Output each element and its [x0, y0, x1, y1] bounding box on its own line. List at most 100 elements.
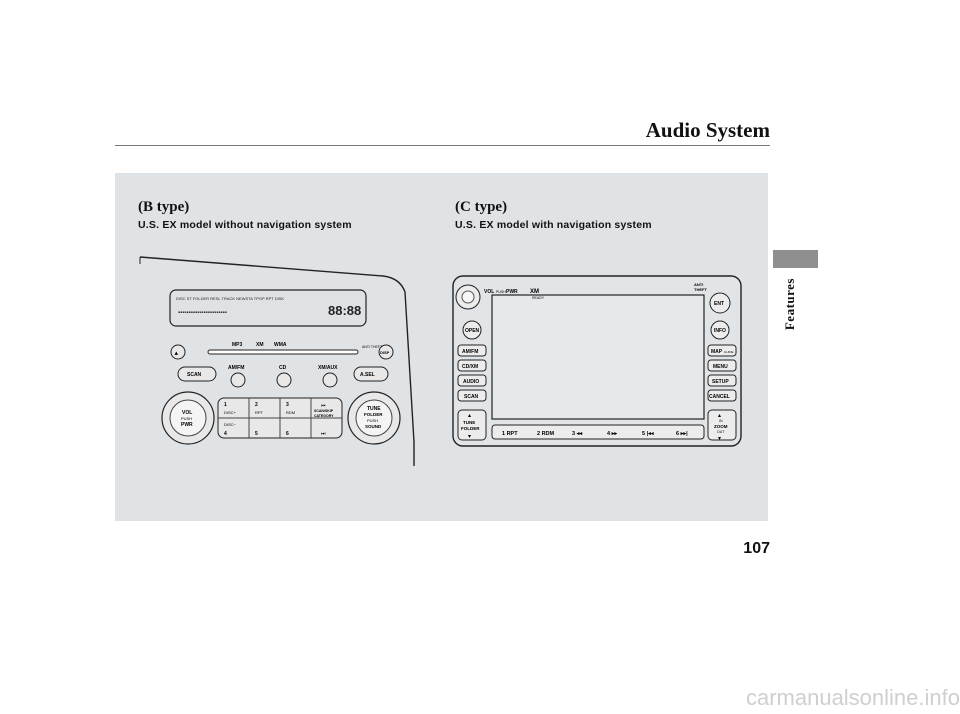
- c-ent-label: ENT: [714, 301, 724, 307]
- c-amfm-label: AM/FM: [462, 349, 478, 355]
- c-cancel-label: CANCEL: [709, 394, 730, 400]
- b-asel-label: A.SEL: [360, 372, 375, 378]
- c-preset-6: 6 ▸▸|: [676, 431, 688, 437]
- c-guide-label: GUIDE: [724, 350, 734, 354]
- c-preset-4: 4 ▸▸: [607, 431, 618, 437]
- svg-text:▪▪▪▪▪▪▪▪▪▪▪▪▪▪▪▪▪▪▪▪▪▪▪: ▪▪▪▪▪▪▪▪▪▪▪▪▪▪▪▪▪▪▪▪▪▪▪: [178, 310, 227, 316]
- b-disp-label: DISP: [380, 350, 390, 355]
- c-type-heading: (C type): [455, 199, 508, 215]
- section-tab: [773, 250, 818, 268]
- svg-text:▾: ▾: [718, 436, 721, 442]
- b-display: [169, 289, 367, 327]
- c-cdxm-button[interactable]: [457, 359, 487, 372]
- c-tune-label: TUNE: [463, 420, 475, 425]
- c-ready-label: READY: [532, 296, 545, 300]
- c-zoom-button[interactable]: [707, 409, 737, 441]
- c-screen: [491, 294, 705, 420]
- c-map-button[interactable]: [707, 344, 737, 357]
- c-type-model: U.S. EX model with navigation system: [455, 219, 652, 231]
- b-push-label: PUSH: [181, 416, 192, 421]
- b-scan-skip: SCAN/SKIP: [314, 409, 334, 413]
- c-folder-label: FOLDER: [461, 426, 480, 431]
- page-title: Audio System: [645, 118, 770, 142]
- c-in-label: IN: [719, 419, 723, 423]
- c-preset-1: 1 RPT: [502, 431, 518, 437]
- b-disc-up: DISC+: [224, 410, 237, 415]
- b-xmaux-label: XM/AUX: [318, 365, 338, 371]
- c-zoom-label: ZOOM: [714, 424, 728, 429]
- b-tune-label: TUNE: [367, 406, 381, 412]
- b-rdm: RDM: [286, 410, 295, 415]
- c-anti-label: ANTI: [694, 282, 703, 287]
- c-preset-3: 3 ◂◂: [572, 431, 583, 437]
- c-menu-button[interactable]: [707, 359, 737, 372]
- title-rule: [115, 145, 770, 146]
- svg-text:▴: ▴: [175, 350, 179, 357]
- b-push2-label: PUSH: [367, 418, 378, 423]
- b-xmaux-button[interactable]: [322, 372, 338, 388]
- b-display-time: 88:88: [328, 303, 361, 318]
- c-cancel-button[interactable]: [707, 389, 737, 402]
- b-type-model: U.S. EX model without navigation system: [138, 219, 352, 231]
- b-asel-button[interactable]: [353, 366, 389, 382]
- b-cd-label: CD: [279, 365, 287, 371]
- b-amfm-button[interactable]: [230, 372, 246, 388]
- c-setup-label: SETUP: [712, 379, 729, 385]
- b-preset-1: 1: [224, 402, 227, 408]
- c-xm-label: XM: [530, 289, 539, 295]
- b-preset-6: 6: [286, 431, 289, 437]
- c-info-button[interactable]: [710, 320, 730, 340]
- c-vol-label: VOL: [484, 289, 494, 295]
- b-type-radio-illustration: DISC ST FOLDER RESL TRACK NEWSTA TPOP RP…: [139, 256, 415, 466]
- b-amfm-label: AM/FM: [228, 365, 244, 371]
- c-open-label: OPEN: [465, 328, 480, 334]
- svg-text:▾: ▾: [468, 434, 471, 440]
- b-pwr-label: PWR: [181, 422, 193, 428]
- b-xm-label: XM: [256, 342, 264, 348]
- svg-text:▴: ▴: [718, 413, 721, 419]
- b-cd-button[interactable]: [276, 372, 292, 388]
- b-sound-label: SOUND: [365, 424, 382, 429]
- c-push-label: PUSH: [496, 290, 506, 294]
- b-mp3-label: MP3: [232, 342, 243, 348]
- c-tune-folder-button[interactable]: [457, 409, 487, 441]
- b-preset-4: 4: [224, 431, 227, 437]
- svg-text:⏮: ⏮: [321, 403, 326, 409]
- b-scan-label: SCAN: [187, 372, 202, 378]
- c-setup-button[interactable]: [707, 374, 737, 387]
- c-theft-label: THEFT: [694, 287, 707, 292]
- b-eject-button[interactable]: [170, 344, 186, 360]
- b-preset-5: 5: [255, 431, 258, 437]
- b-display-flags: DISC ST FOLDER RESL TRACK NEWSTA TPOP RP…: [176, 296, 284, 301]
- c-open-button[interactable]: [462, 320, 482, 340]
- b-vol-label: VOL: [182, 410, 192, 416]
- b-disc-down: DISC−: [224, 422, 237, 427]
- c-cdxm-label: CD/XM: [462, 364, 478, 370]
- c-preset-2: 2 RDM: [537, 431, 555, 437]
- c-amfm-button[interactable]: [457, 344, 487, 357]
- c-preset-bar: [491, 424, 705, 440]
- b-folder-label: FOLDER: [364, 412, 383, 417]
- c-info-label: INFO: [714, 328, 726, 334]
- c-preset-5: 5 |◂◂: [642, 431, 655, 437]
- b-rpt: RPT: [255, 410, 264, 415]
- b-preset-3: 3: [286, 402, 289, 408]
- c-scan-button[interactable]: [457, 389, 487, 402]
- b-type-heading: (B type): [138, 199, 190, 215]
- page-number: 107: [743, 540, 770, 557]
- c-type-nav-illustration: VOL PUSH PWR XM READY ANTI THEFT OPEN AM…: [452, 275, 742, 447]
- section-label: Features: [782, 278, 797, 331]
- b-category: CATEGORY: [314, 414, 334, 418]
- b-anti-theft: ANTI THEFT: [362, 345, 383, 349]
- watermark: carmanualsonline.info: [745, 685, 960, 710]
- c-audio-button[interactable]: [457, 374, 487, 387]
- b-wma-label: WMA: [274, 342, 287, 348]
- b-disp-button[interactable]: [378, 344, 394, 360]
- svg-text:▴: ▴: [468, 413, 471, 419]
- c-audio-label: AUDIO: [463, 379, 479, 385]
- c-pwr-label: PWR: [506, 289, 518, 295]
- b-scan-button[interactable]: [177, 366, 217, 382]
- b-preset-2: 2: [255, 402, 258, 408]
- c-ent-button[interactable]: [709, 292, 731, 314]
- svg-text:⏭: ⏭: [321, 431, 326, 437]
